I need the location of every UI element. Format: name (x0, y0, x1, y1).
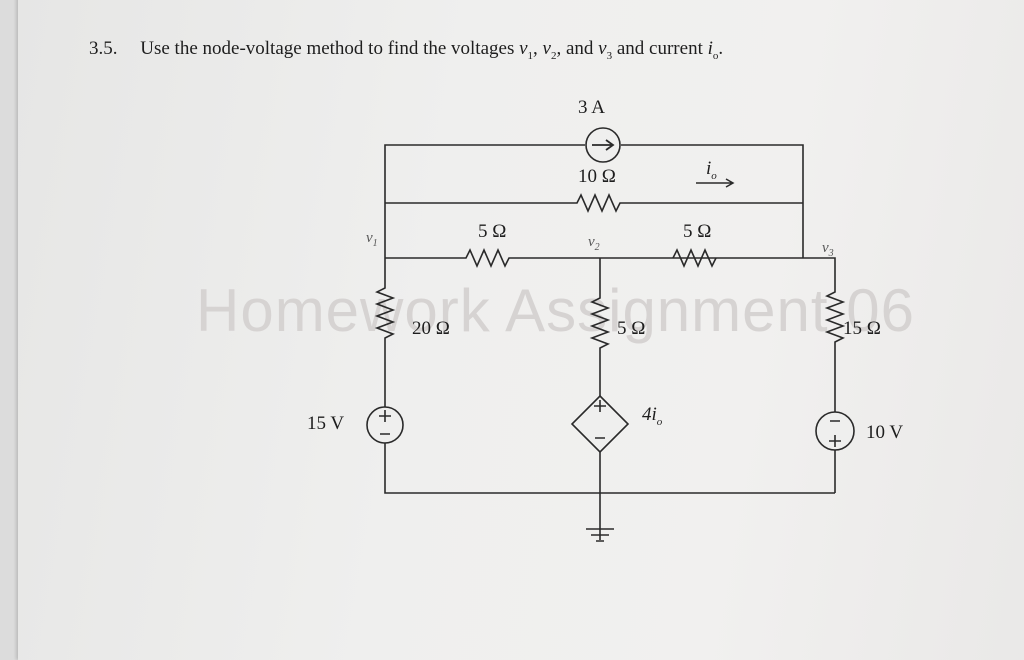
end-period: . (718, 38, 724, 59)
wire-5ohm-a (385, 248, 803, 268)
var-v2: v (542, 38, 551, 59)
dependent-source-4io (570, 394, 630, 454)
wire-5ohm-b (672, 248, 717, 268)
label-5ohm-a: 5 Ω (478, 221, 507, 242)
io-arrow (696, 178, 735, 188)
label-5ohm-mid: 5 Ω (617, 318, 646, 339)
var-v3: v (598, 38, 607, 59)
problem-text-b: and current (616, 38, 703, 59)
current-source-3A (585, 127, 621, 163)
node-v1-label: v1 (366, 230, 378, 249)
label-5ohm-b: 5 Ω (683, 221, 712, 242)
voltage-source-10V (815, 411, 855, 451)
label-20ohm: 20 Ω (412, 318, 450, 339)
circuit-diagram (366, 127, 855, 542)
label-15V: 15 V (307, 413, 345, 434)
var-v1-sub: 1 (527, 49, 534, 62)
watermark: Homework Assignment 06 (196, 277, 915, 344)
problem-statement: 3.5. Use the node-voltage method to find… (89, 38, 723, 62)
sep1: , (533, 38, 538, 59)
paper-page (18, 0, 1024, 660)
voltage-source-15V (366, 406, 404, 444)
sep2: , and (556, 38, 594, 59)
wire-mid (589, 258, 611, 396)
var-v1: v (519, 38, 528, 59)
var-io-sub: o (712, 49, 719, 62)
wire-right (803, 257, 846, 412)
label-10V: 10 V (866, 422, 904, 443)
var-io: i (707, 38, 713, 59)
label-15ohm: 15 Ω (843, 318, 881, 339)
wire-top (384, 144, 585, 230)
problem-text-a: Use the node-voltage method to find the … (140, 38, 515, 59)
var-v2-sub: 2 (550, 49, 557, 62)
node-v2-label: v2 (588, 234, 600, 253)
var-v3-sub: 3 (606, 49, 613, 62)
label-10ohm: 10 Ω (578, 166, 616, 187)
ground-symbol (586, 528, 614, 542)
wire-left (374, 230, 396, 408)
label-3A: 3 A (578, 97, 605, 118)
wire-10ohm (385, 193, 803, 213)
label-4io: 4io (642, 404, 663, 428)
problem-number: 3.5. (89, 38, 118, 59)
node-v3-label: v3 (822, 240, 834, 259)
label-io: io (706, 158, 717, 182)
